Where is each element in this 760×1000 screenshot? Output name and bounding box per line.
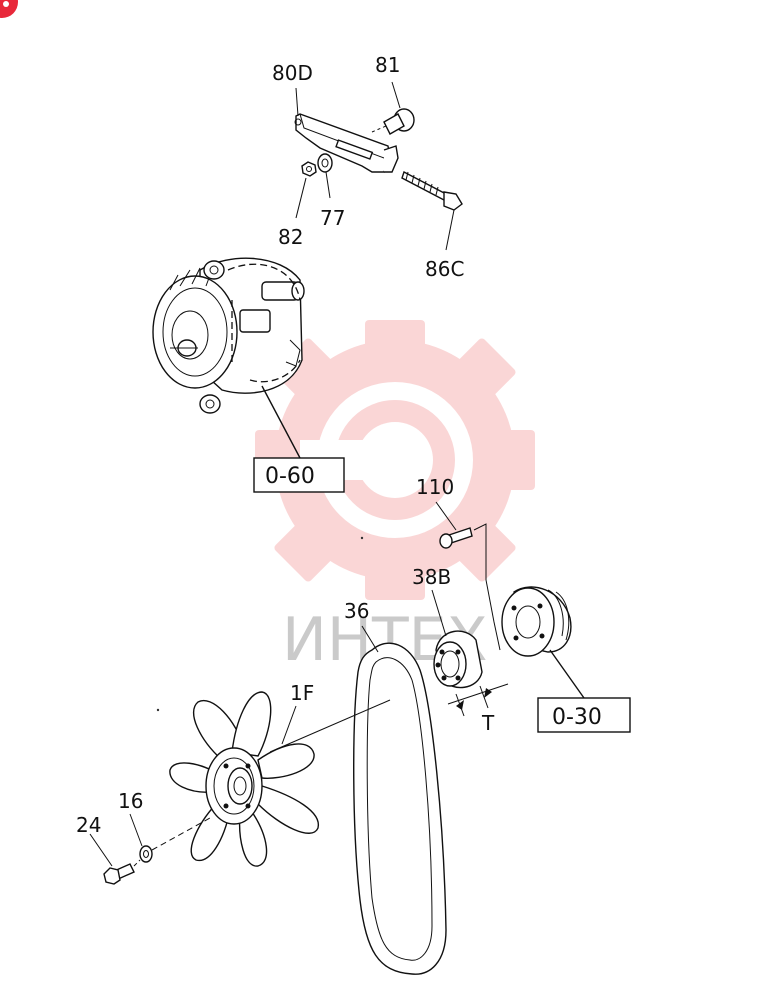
- ref-pulley: 0-30: [552, 705, 602, 730]
- alternator-leader: [261, 385, 301, 459]
- corner-badge: [0, 0, 18, 18]
- ref-alternator: 0-60: [265, 464, 315, 489]
- washer-16: [139, 845, 153, 863]
- ref-box-pulley[interactable]: 0-30: [537, 697, 631, 733]
- spacer-38b: [433, 630, 483, 689]
- label-24: 24: [76, 813, 101, 837]
- label-110: 110: [416, 475, 454, 499]
- pulley-leader: [549, 649, 585, 699]
- v-belt-36: [353, 642, 447, 975]
- bolt-24: [103, 863, 135, 885]
- label-16: 16: [118, 789, 143, 813]
- label-80d: 80D: [272, 61, 313, 85]
- bracket-80d: [294, 113, 399, 173]
- label-1f: 1F: [290, 681, 314, 705]
- label-38b: 38B: [412, 565, 451, 589]
- corner-badge-dot: [3, 1, 9, 7]
- ref-box-alternator[interactable]: 0-60: [253, 457, 345, 493]
- fan-axis-line: [269, 699, 391, 753]
- alternator: [152, 257, 305, 414]
- washer-77: [317, 153, 333, 173]
- label-t: T: [481, 711, 495, 735]
- bolt-110: [439, 527, 473, 549]
- bolt-81: [371, 108, 415, 135]
- bolt-86c: [401, 170, 463, 211]
- label-77: 77: [320, 206, 345, 230]
- label-86c: 86C: [425, 257, 464, 281]
- fan-1f: [169, 691, 319, 867]
- label-81: 81: [375, 53, 400, 77]
- label-82: 82: [278, 225, 303, 249]
- label-36: 36: [344, 599, 369, 623]
- fan-pulley: [501, 586, 572, 657]
- nut-82: [301, 161, 317, 177]
